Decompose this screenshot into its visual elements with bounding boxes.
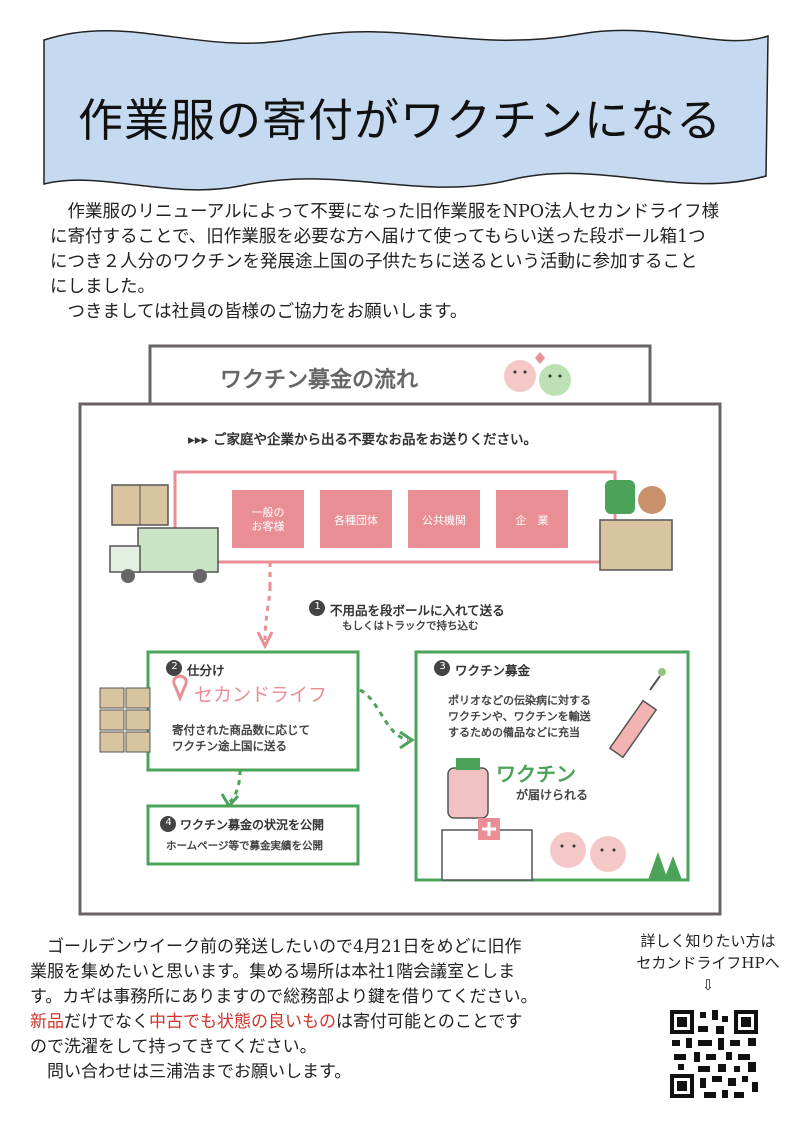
step3-sub: が届けられる [516,788,589,802]
step1-sub: もしくはトラックで持ち込む [342,620,479,632]
hospital-icon [441,818,533,881]
step2-brand-logo: セカンドライフ [194,684,328,706]
donor-companies: 企 業 [515,514,549,527]
step2-desc: 寄付された商品数に応じて [172,723,310,737]
down-arrow-icon: ⇩ [701,976,715,994]
step1-main: 不用品を段ボールに入れて送る [330,603,505,618]
page-title: 作業服の寄付がワクチンになる [78,94,723,147]
donor-organizations: 各種団体 [334,514,378,527]
ribbon-icon [172,674,188,703]
donor-public-institutions: 公共機関 [422,514,466,527]
intro-text: 作業服のリニューアルによって不要になった旧作業服をNPO法人セカンドライフ様 に… [50,200,770,325]
bottom-line: ゴールデンウイーク前の発送したいので4月21日をめどに旧作 [30,937,522,957]
flow-graphics [78,344,722,916]
qr-code-icon[interactable] [668,1008,760,1100]
syringe-icon [608,668,666,759]
intro-line: に寄付することで、旧作業服を必要な方へ届けて使ってもらい送った段ボール箱1つ [50,227,706,247]
qr-caption: 詳しく知りたい方は セカンドライフHPへ ⇩ [618,930,798,996]
highlight-used-good-condition: 中古でも状態の良いもの [149,1012,336,1032]
smiley-characters-icon [504,352,571,396]
qr-caption-line: セカンドライフHPへ [636,954,780,972]
bottom-line: す。カギは事務所にありますので総務部より鍵を借りてください。 [30,987,538,1007]
stacked-boxes-icon [99,687,151,753]
flow-subtitle: ▸▸▸ ご家庭や企業から出る不要なお品をお送りください。 [188,432,538,448]
step3-desc: ワクチンや、ワクチンを輸送 [448,710,591,723]
bottom-line: 新品だけでなく中古でも状態の良いものは寄付可能とのことです [30,1010,610,1035]
cardboard-box-icon [111,484,169,526]
vaccine-bottle-icon [447,758,489,819]
vaccine-flow-diagram: ワクチン募金の流れ ▸▸▸ ご家庭や企業から出る不要なお品をお送りください。 一… [60,340,740,920]
bottom-line: 業服を集めたいと思います。集める場所は本社1階会議室としま [30,962,516,982]
banner-wave-shape [43,29,769,191]
truck-icon [109,527,219,583]
title-banner: 作業服の寄付がワクチンになる [40,18,770,193]
donation-goods-box-icon [599,480,673,571]
tail-text: は寄付可能とのことです [336,1012,523,1032]
intro-line: 作業服のリニューアルによって不要になった旧作業服をNPO法人セカンドライフ様 [50,202,720,222]
step4-sub: ホームページ等で募金実績を公開 [166,840,323,852]
smiley-characters-icon [550,832,626,872]
intro-closing: つきましては社員の皆様のご協力をお願いします。 [50,302,468,322]
step2-desc: ワクチン途上国に送る [172,739,287,753]
flow-title: ワクチン募金の流れ [220,368,419,393]
trees-icon [648,852,682,880]
step3-desc: するための備品などに充当 [448,726,580,739]
bottom-line: 問い合わせは三浦浩までお願いします。 [30,1062,352,1082]
highlight-new: 新品 [30,1012,64,1032]
step3-number: 3 [439,661,446,672]
step4-title: ワクチン募金の状況を公開 [180,818,325,832]
step4-number: 4 [165,817,172,828]
bottom-line: ので洗濯をして持ってきてください。 [30,1037,317,1057]
step3-vaccine-big: ワクチン [496,762,576,786]
intro-line: にしました。 [50,277,155,297]
connector-text: だけでなく [64,1012,149,1032]
step3-title: ワクチン募金 [455,663,531,678]
bottom-text: ゴールデンウイーク前の発送したいので4月21日をめどに旧作 業服を集めたいと思い… [30,935,610,1085]
step3-desc: ポリオなどの伝染病に対する [448,694,591,707]
donor-general-customers: 一般の お客様 [251,506,285,533]
intro-line: につき２人分のワクチンを発展途上国の子供たちに送るという活動に参加すること [50,252,698,272]
qr-caption-line: 詳しく知りたい方は [640,932,776,950]
step2-title: 仕分け [187,663,225,678]
step2-number: 2 [171,661,178,672]
step1-number: 1 [314,601,321,612]
